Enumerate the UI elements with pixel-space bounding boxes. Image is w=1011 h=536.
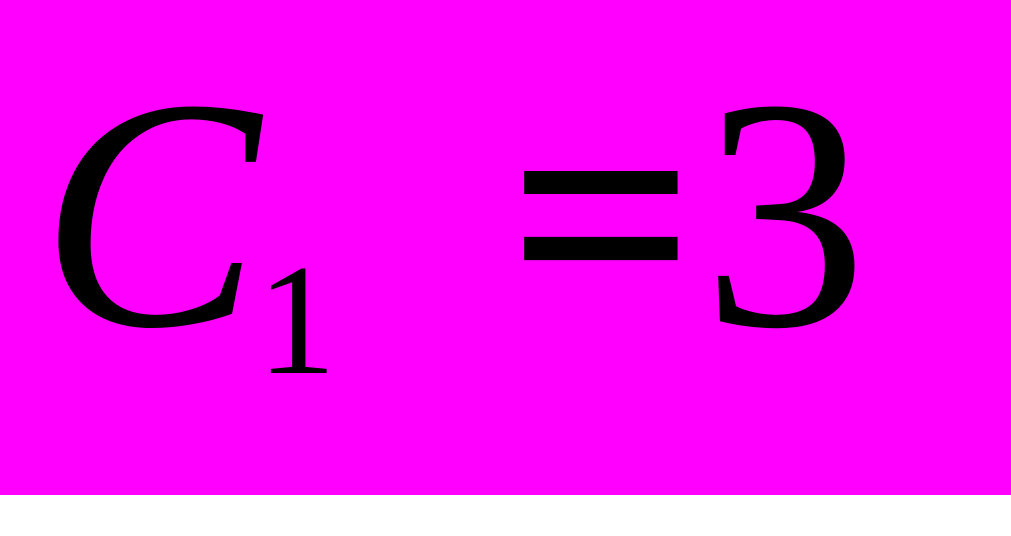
equation-value: 3 <box>702 32 868 397</box>
equation-variable: C <box>40 32 261 397</box>
equation-image: C1 =3 <box>0 0 1011 495</box>
equals-sign: = <box>507 32 696 397</box>
equation-subscript: 1 <box>256 232 337 408</box>
equation: C1 =3 <box>40 0 1011 495</box>
